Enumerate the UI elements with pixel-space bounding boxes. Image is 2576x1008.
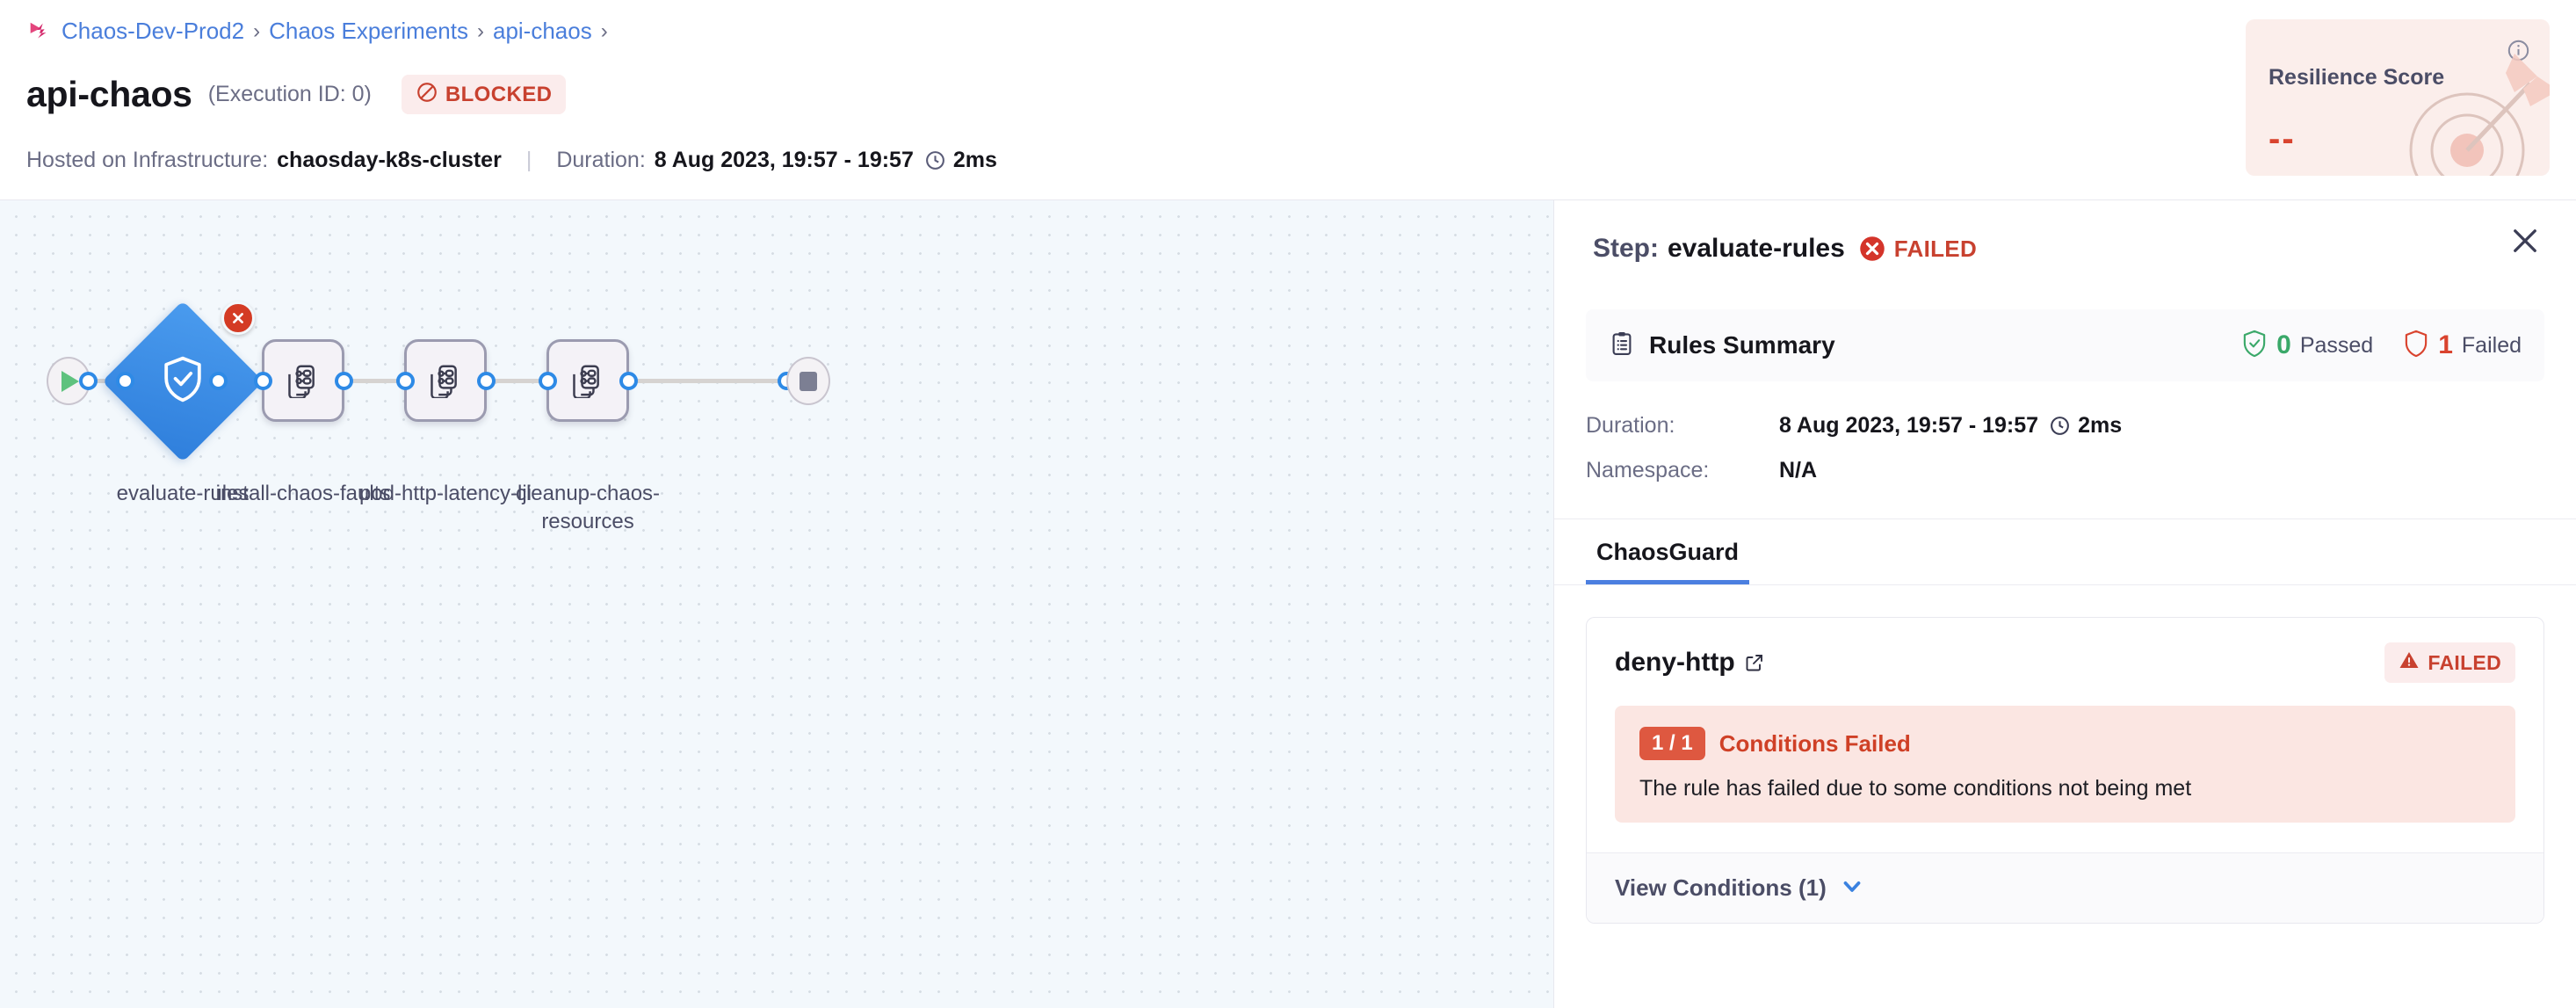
breadcrumb-separator-trailing: ›: [600, 18, 608, 43]
clock-icon: [924, 149, 946, 171]
step-details-panel: Step: evaluate-rules FAILED: [1553, 200, 2576, 1008]
clipboard-list-icon: [1609, 330, 1635, 361]
node-install-chaos-faults[interactable]: [262, 339, 344, 422]
pipeline-canvas[interactable]: evaluate-rules install-chaos-faults: [0, 200, 1553, 1008]
breadcrumb-item-2[interactable]: api-chaos: [492, 18, 592, 44]
port-pod-out[interactable]: [477, 372, 496, 390]
error-x-icon: [1859, 236, 1885, 262]
port-evaluate-in[interactable]: [116, 372, 134, 390]
infra-value: chaosday-k8s-cluster: [277, 148, 502, 172]
conditions-failed-description: The rule has failed due to some conditio…: [1639, 776, 2192, 801]
rule-name: deny-http: [1615, 648, 1735, 677]
panel-step-status: FAILED: [1893, 235, 1978, 262]
rules-summary-title: Rules Summary: [1649, 331, 1835, 359]
status-badge: BLOCKED: [401, 75, 567, 114]
panel-tabs: ChaosGuard: [1554, 519, 2576, 585]
detail-row-duration: Duration: 8 Aug 2023, 19:57 - 19:57 2ms: [1586, 413, 2544, 439]
close-icon[interactable]: [2509, 225, 2541, 261]
resilience-score-value: --: [2268, 120, 2296, 158]
breadcrumb: Chaos-Dev-Prod2 › Chaos Experiments › ap…: [26, 18, 608, 45]
end-node[interactable]: [786, 357, 830, 405]
panel-step-name: evaluate-rules: [1668, 234, 1845, 263]
rule-card-header: deny-http FAILED: [1587, 618, 2543, 683]
panel-header: Step: evaluate-rules FAILED: [1554, 200, 2576, 297]
page-header: Chaos-Dev-Prod2 › Chaos Experiments › ap…: [0, 0, 2576, 200]
port-install-in[interactable]: [254, 372, 272, 390]
execution-id: (Execution ID: 0): [207, 82, 372, 106]
detail-elapsed: 2ms: [2078, 413, 2123, 438]
port-cleanup-in[interactable]: [539, 372, 557, 390]
rules-passed-label: Passed: [2299, 332, 2374, 358]
view-conditions-toggle[interactable]: View Conditions (1): [1587, 852, 2543, 923]
breadcrumb-item-0[interactable]: Chaos-Dev-Prod2: [62, 18, 245, 44]
rules-passed-count: 0: [2276, 330, 2291, 359]
harness-logo-icon: [26, 18, 53, 45]
chaos-fault-icon: [569, 359, 606, 402]
meta-divider: |: [525, 148, 532, 172]
chaos-fault-icon: [427, 359, 464, 402]
warning-triangle-icon: [2399, 649, 2420, 676]
rules-summary: Rules Summary 0 Passed: [1586, 309, 2544, 381]
port-install-out[interactable]: [335, 372, 353, 390]
port-evaluate-out[interactable]: [209, 372, 228, 390]
breadcrumb-item-1[interactable]: Chaos Experiments: [269, 18, 468, 44]
infra-label: Hosted on Infrastructure:: [26, 148, 269, 172]
rule-status-label: FAILED: [2428, 650, 2501, 674]
meta-row: Hosted on Infrastructure: chaosday-k8s-c…: [26, 148, 997, 173]
node-label-install-chaos-faults: install-chaos-faults: [215, 482, 391, 505]
port-cleanup-out[interactable]: [619, 372, 638, 390]
node-pod-http-latency-lji[interactable]: [404, 339, 487, 422]
node-evaluate-rules[interactable]: [102, 301, 264, 462]
node-cleanup-chaos-resources[interactable]: [546, 339, 629, 422]
rule-status-badge: FAILED: [2384, 642, 2515, 683]
page-title: api-chaos: [26, 74, 192, 114]
conditions-failed-box: 1 / 1 Conditions Failed The rule has fai…: [1615, 706, 2515, 823]
breadcrumb-separator: ›: [476, 18, 484, 43]
chaos-fault-icon: [285, 359, 322, 402]
error-x-icon: [221, 301, 255, 335]
title-row: api-chaos (Execution ID: 0) BLOCKED: [26, 74, 567, 115]
rule-card-deny-http: deny-http FAILED: [1586, 617, 2544, 924]
resilience-score-title: Resilience Score: [2268, 65, 2445, 90]
shield-check-icon: [2241, 330, 2268, 362]
rules-failed-label: Failed: [2461, 332, 2522, 358]
port-start-out[interactable]: [79, 372, 98, 390]
rules-failed-stat: 1 Failed: [2403, 330, 2522, 362]
detail-value: 8 Aug 2023, 19:57 - 19:57: [1779, 413, 2039, 438]
shield-check-icon: [162, 356, 204, 408]
status-badge-label: BLOCKED: [445, 82, 553, 106]
clock-icon: [2049, 415, 2071, 437]
breadcrumb-separator: ›: [253, 18, 261, 43]
conditions-failed-count: 1 / 1: [1639, 727, 1705, 760]
play-icon: [62, 370, 79, 392]
detail-row-namespace: Namespace: N/A: [1586, 458, 2544, 483]
rules-passed-stat: 0 Passed: [2241, 330, 2373, 362]
shield-outline-icon: [2403, 330, 2429, 362]
resilience-score-card: Resilience Score --: [2246, 19, 2550, 176]
step-details-list: Duration: 8 Aug 2023, 19:57 - 19:57 2ms …: [1586, 413, 2544, 503]
detail-key: Duration:: [1586, 413, 1675, 438]
edge-cleanup-end: [634, 379, 784, 383]
duration-value: 8 Aug 2023, 19:57 - 19:57: [654, 148, 914, 172]
duration-label: Duration:: [556, 148, 646, 172]
detail-value: N/A: [1779, 458, 1818, 482]
detail-key: Namespace:: [1586, 458, 1710, 482]
tab-chaosguard[interactable]: ChaosGuard: [1586, 539, 1750, 584]
node-label-cleanup-chaos-resources: cleanup-chaos-resources: [515, 482, 661, 533]
port-pod-in[interactable]: [396, 372, 415, 390]
chevron-down-icon[interactable]: [1839, 873, 1865, 903]
panel-step-prefix: Step:: [1593, 234, 1659, 263]
node-label-evaluate-rules: evaluate-rules: [116, 482, 250, 505]
rules-failed-count: 1: [2438, 330, 2453, 359]
view-conditions-label: View Conditions (1): [1615, 874, 1827, 901]
duration-elapsed: 2ms: [952, 148, 997, 172]
target-arrow-icon: [2383, 38, 2550, 176]
conditions-failed-title: Conditions Failed: [1719, 729, 1911, 757]
node-label-pod-http-latency-lji: pod-http-latency-lji: [358, 482, 532, 505]
stop-icon: [800, 371, 817, 391]
external-link-icon[interactable]: [1744, 652, 1765, 673]
blocked-icon: [416, 81, 438, 108]
